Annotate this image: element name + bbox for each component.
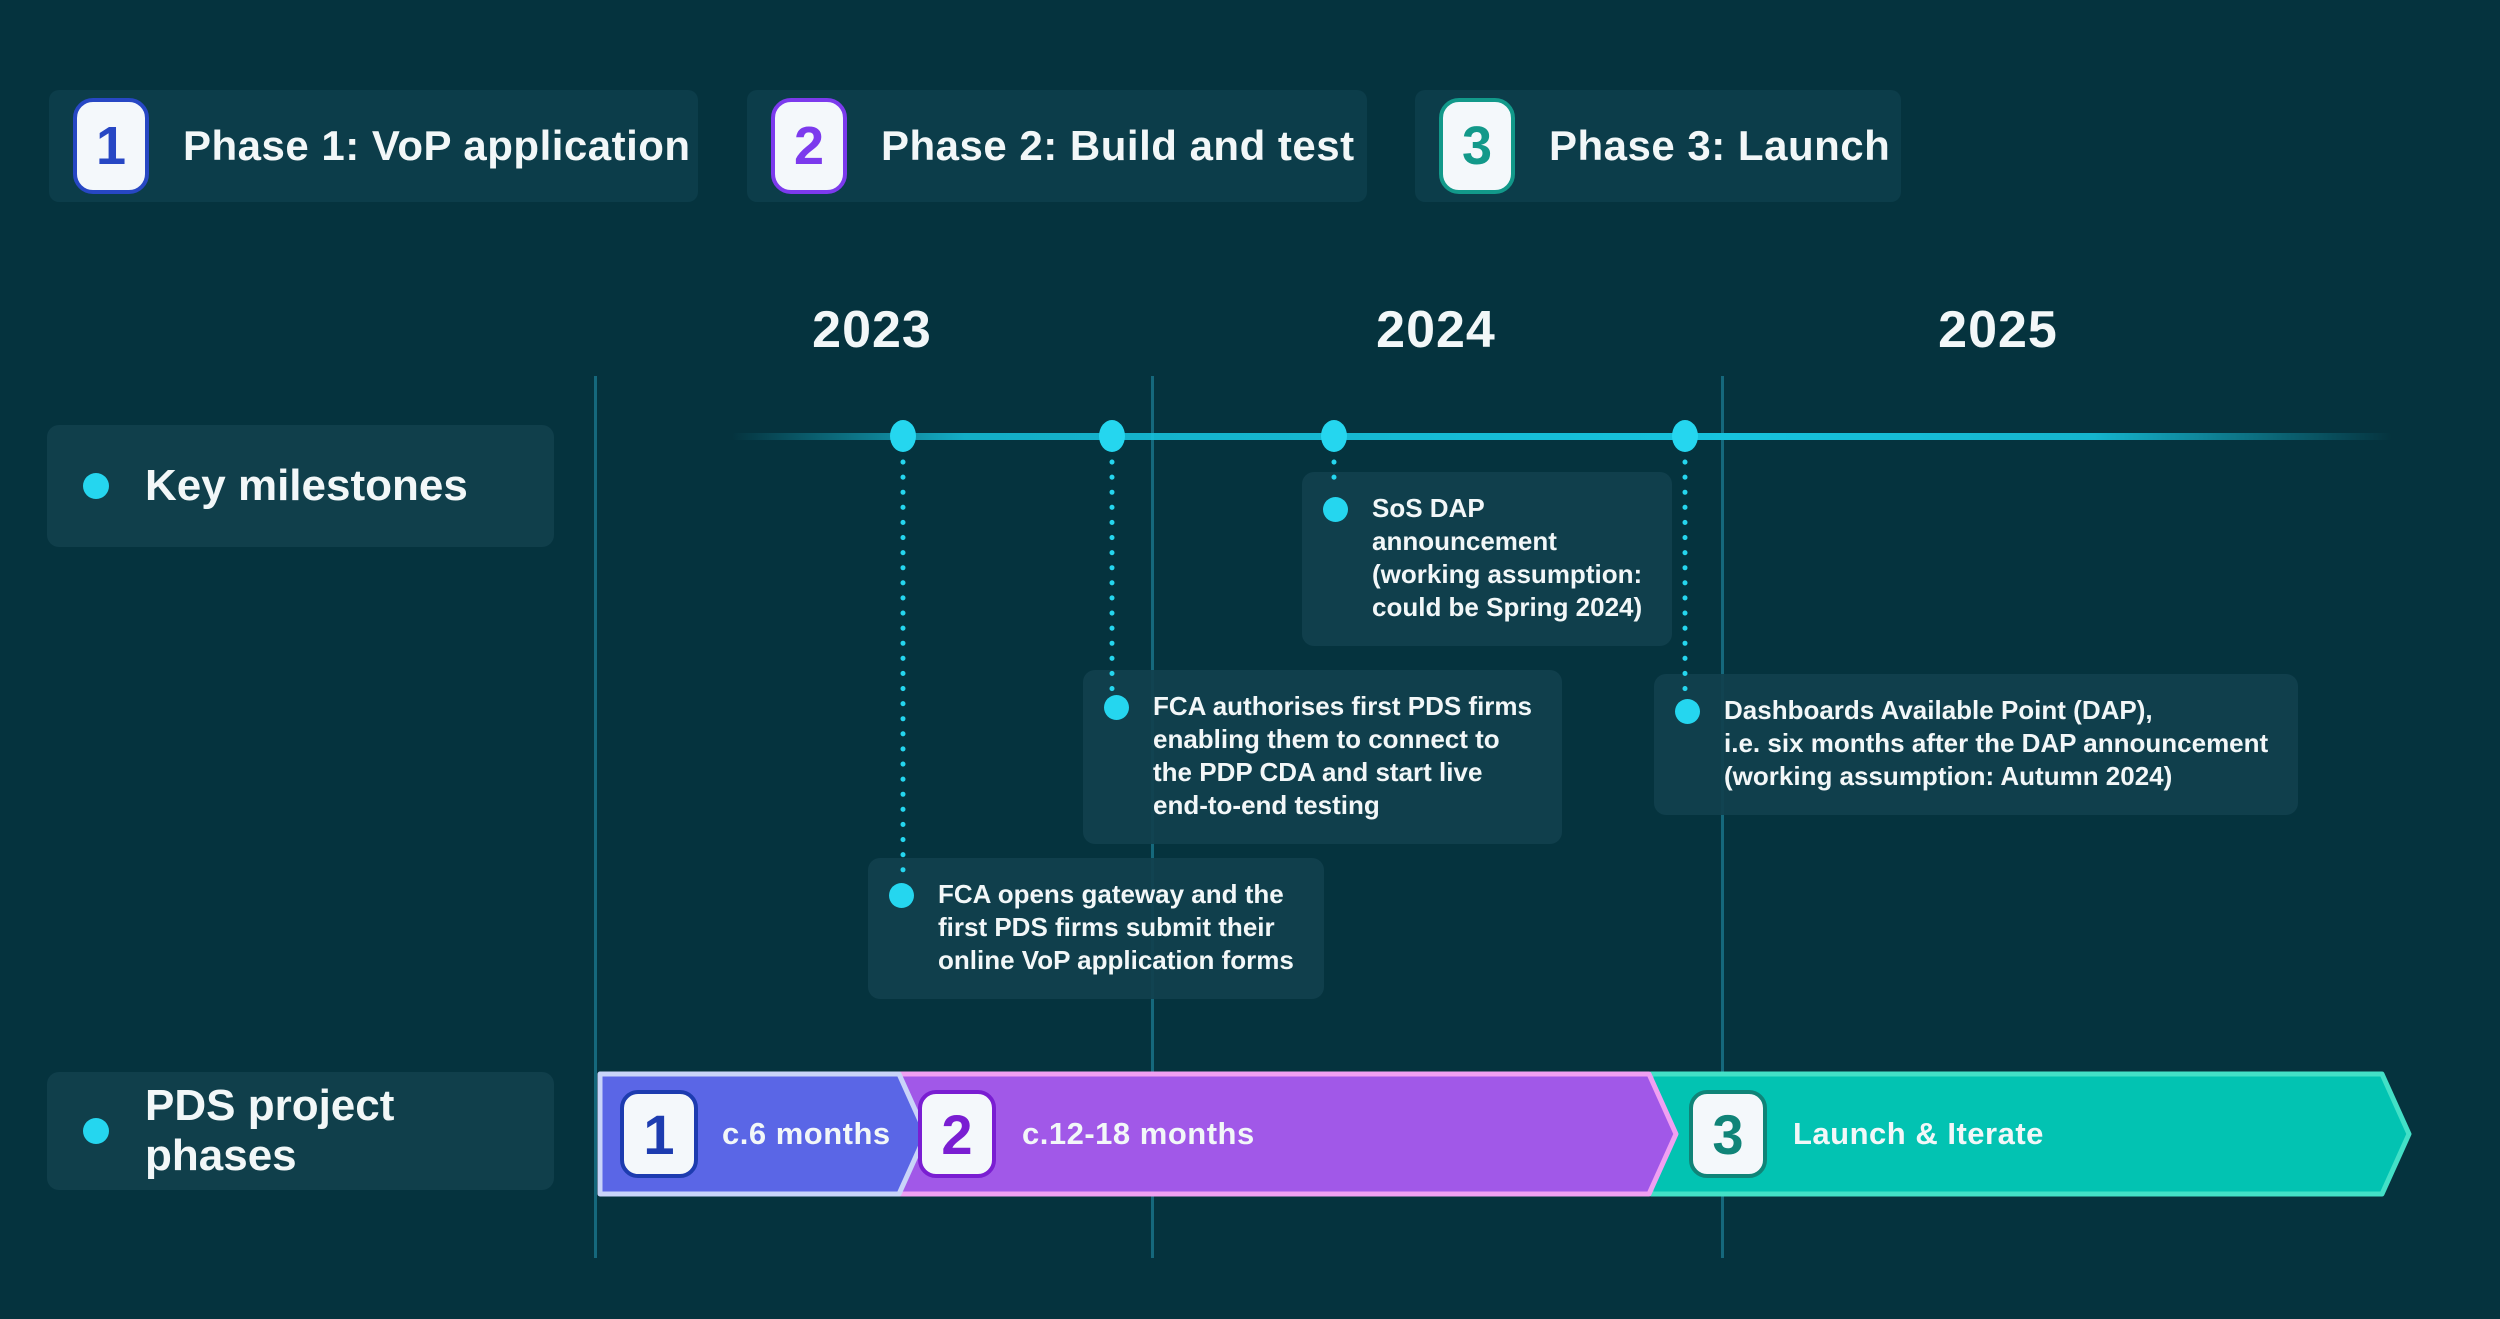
key-milestones-text: Key milestones: [145, 461, 468, 510]
year-label-2023: 2023: [812, 301, 932, 359]
milestone-text: FCA opens gateway and the first PDS firm…: [938, 879, 1294, 975]
phase-3-number-badge: 3: [1439, 98, 1515, 194]
pds-project-phases-row-label: PDS project phases: [47, 1072, 554, 1190]
milestone-bullet-icon: [1323, 497, 1348, 522]
phase-3-bar-number-badge: 3: [1689, 1090, 1767, 1178]
phase-bar-1-content: 1 c.6 months: [599, 1073, 899, 1195]
phase-1-label: Phase 1: VoP application: [183, 122, 691, 169]
timeline-milestone-dot: [1672, 420, 1698, 452]
year-label-2024: 2024: [1376, 301, 1496, 359]
milestone-text: FCA authorises first PDS firms enabling …: [1153, 691, 1533, 820]
timeline-milestone-dot: [1099, 420, 1125, 452]
phase-2-number-badge: 2: [771, 98, 847, 194]
year-label-2025: 2025: [1938, 301, 2058, 359]
timeline-milestone-dot: [890, 420, 916, 452]
timeline-axis-line: [732, 433, 2392, 440]
milestone-note-sos-dap-announcement: SoS DAP announcement (working assumption…: [1302, 472, 1673, 646]
phase-2-bar-number: 2: [941, 1102, 973, 1166]
cyan-bullet-icon: [83, 473, 109, 499]
milestone-text: SoS DAP announcement (working assumption…: [1372, 493, 1643, 622]
phase-3-bar-number: 3: [1712, 1102, 1744, 1166]
phase-bar-3-content: 3 Launch & Iterate: [1650, 1073, 2150, 1195]
legend-phase-3: 3 Phase 3: Launch: [1415, 90, 1901, 202]
phase-1-bar-label: c.6 months: [722, 1116, 891, 1151]
cyan-bullet-icon: [83, 1118, 109, 1144]
phase-1-bar-number: 1: [643, 1102, 675, 1166]
phase-bar-2-content: 2 c.12-18 months: [860, 1073, 1360, 1195]
milestone-bullet-icon: [1675, 699, 1700, 724]
phase-3-number: 3: [1461, 116, 1493, 176]
legend-phase-1: 1 Phase 1: VoP application: [49, 90, 698, 202]
legend-phase-2: 2 Phase 2: Build and test: [747, 90, 1367, 202]
phase-2-label: Phase 2: Build and test: [881, 122, 1355, 169]
phase-1-number-badge: 1: [73, 98, 149, 194]
phase-2-number: 2: [793, 116, 825, 176]
milestone-note-fca-authorises: FCA authorises first PDS firms enabling …: [1083, 670, 1563, 844]
phase-3-bar-label: Launch & Iterate: [1793, 1116, 2044, 1151]
phase-3-label: Phase 3: Launch: [1549, 122, 1891, 169]
key-milestones-row-label: Key milestones: [47, 425, 554, 547]
milestone-note-dashboards-available-point: Dashboards Available Point (DAP), i.e. s…: [1654, 674, 2299, 815]
phase-2-bar-number-badge: 2: [918, 1090, 996, 1178]
pds-project-phases-text: PDS project phases: [145, 1081, 395, 1180]
milestone-bullet-icon: [889, 883, 914, 908]
milestone-text: Dashboards Available Point (DAP), i.e. s…: [1724, 695, 2269, 791]
phase-1-number: 1: [95, 116, 127, 176]
milestone-note-fca-opens-gateway: FCA opens gateway and the first PDS firm…: [868, 858, 1324, 999]
timeline-milestone-dot: [1321, 420, 1347, 452]
milestone-bullet-icon: [1104, 695, 1129, 720]
phase-1-bar-number-badge: 1: [620, 1090, 698, 1178]
phase-2-bar-label: c.12-18 months: [1022, 1116, 1255, 1151]
